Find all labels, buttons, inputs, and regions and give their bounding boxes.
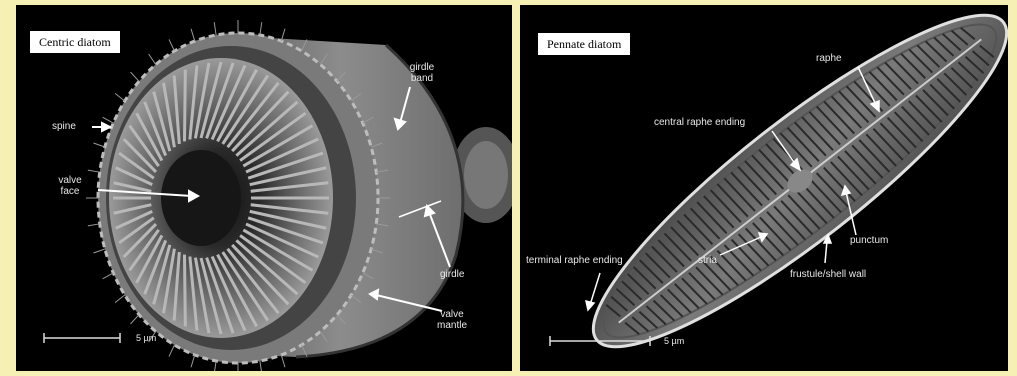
label-stria: stria (698, 255, 717, 266)
scale-bar-left (44, 333, 120, 343)
label-valve-face: valve face (50, 175, 90, 197)
scale-label-left: 5 µm (136, 333, 156, 343)
scale-label-right: 5 µm (664, 336, 684, 346)
pennate-diatom-panel: Pennate diatom raphe central raphe endin… (520, 5, 1008, 371)
panel-title: Pennate diatom (538, 33, 630, 55)
label-girdle-band: girdle band (400, 62, 444, 84)
label-spine: spine (52, 121, 76, 132)
label-girdle: girdle (440, 269, 464, 280)
label-central-raphe-ending: central raphe ending (654, 117, 745, 128)
label-punctum: punctum (850, 235, 888, 246)
pennate-diatom-image (520, 5, 1008, 371)
panel-title: Centric diatom (30, 31, 120, 53)
label-raphe: raphe (816, 53, 842, 64)
centric-diatom-panel: Centric diatom spine valve face girdle b… (16, 5, 512, 371)
label-frustule-wall: frustule/shell wall (790, 269, 866, 280)
label-valve-mantle: valve mantle (430, 309, 474, 331)
pennate-valve (560, 5, 1008, 371)
label-terminal-raphe-ending: terminal raphe ending (526, 255, 623, 266)
